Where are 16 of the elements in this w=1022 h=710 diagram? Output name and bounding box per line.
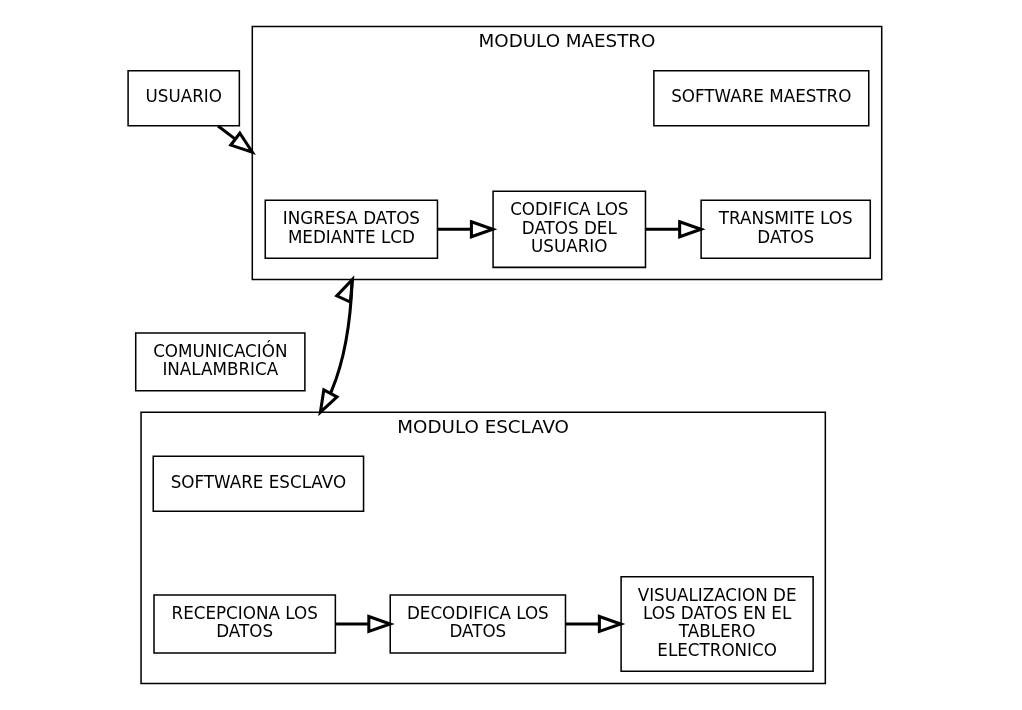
- node-box: COMUNICACIÓN INALAMBRICA: [134, 332, 306, 392]
- arrow: [318, 275, 355, 417]
- arrow: [565, 614, 626, 634]
- node-box: SOFTWARE ESCLAVO: [152, 455, 365, 512]
- arrow: [437, 219, 498, 239]
- node-box: INGRESA DATOS MEDIANTE LCD: [264, 199, 439, 259]
- node-box: SOFTWARE MAESTRO: [653, 70, 870, 127]
- node-box: USUARIO: [127, 70, 241, 127]
- node-box: DECODIFICA LOS DATOS: [389, 594, 567, 654]
- arrow: [335, 614, 395, 634]
- node-box: CODIFICA LOS DATOS DEL USUARIO: [492, 190, 647, 269]
- arrow: [217, 124, 256, 155]
- node-box: TRANSMITE LOS DATOS: [700, 199, 872, 259]
- node-box: RECEPCIONA LOS DATOS: [153, 594, 337, 654]
- arrow: [645, 219, 706, 239]
- node-box: VISUALIZACION DE LOS DATOS EN EL TABLERO ELECTRONICO: [620, 576, 814, 672]
